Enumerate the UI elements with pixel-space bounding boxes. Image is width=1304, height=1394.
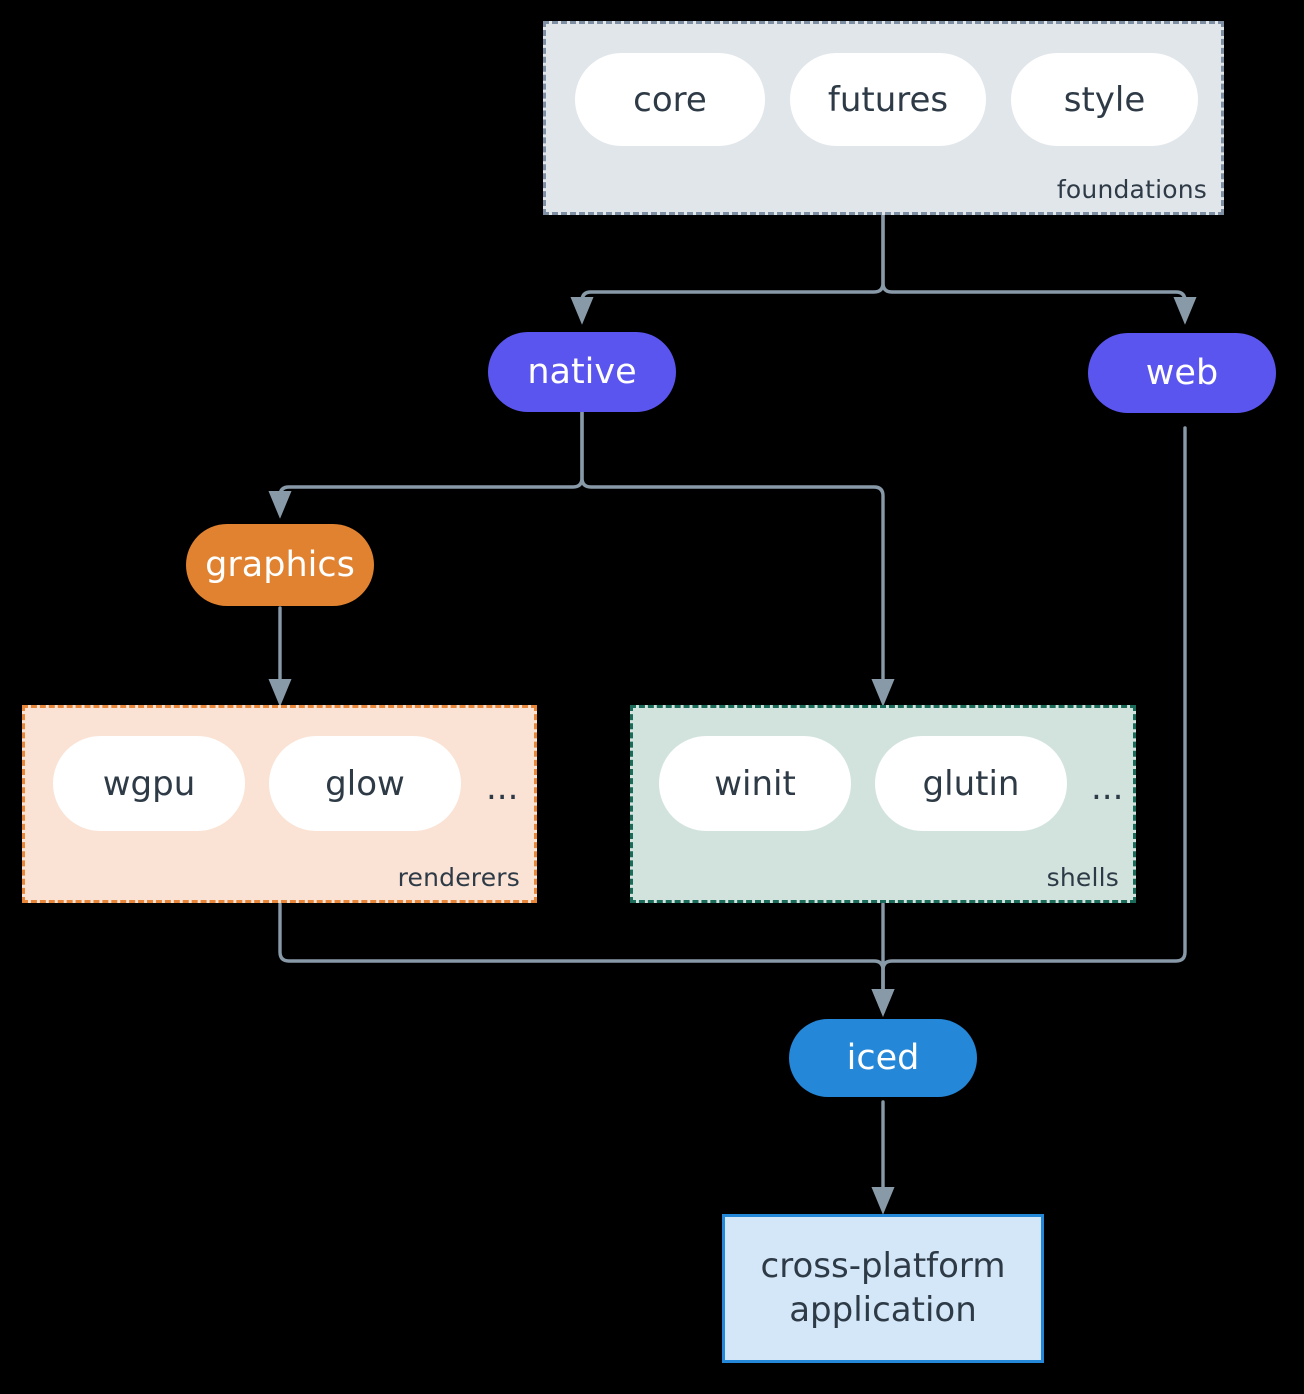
node-glow-label: glow [325, 763, 405, 804]
node-native-label: native [527, 352, 637, 392]
shells-more-ellipsis: ... [1091, 768, 1124, 808]
node-iced[interactable]: iced [789, 1019, 977, 1097]
node-native[interactable]: native [488, 332, 676, 412]
node-style[interactable]: style [1011, 53, 1198, 146]
group-shells[interactable]: winit glutin ... shells [630, 705, 1136, 903]
node-core-label: core [633, 79, 707, 120]
node-web[interactable]: web [1088, 333, 1276, 413]
node-winit-label: winit [714, 763, 796, 804]
node-web-label: web [1145, 353, 1219, 393]
node-glutin-label: glutin [922, 763, 1020, 804]
node-graphics[interactable]: graphics [186, 524, 374, 606]
node-cross-platform-application[interactable]: cross-platform application [722, 1214, 1044, 1363]
renderers-more-ellipsis: ... [486, 768, 519, 808]
node-iced-label: iced [846, 1038, 920, 1078]
group-label-foundations: foundations [1056, 175, 1207, 204]
node-glow[interactable]: glow [269, 736, 461, 831]
group-label-shells: shells [1046, 863, 1119, 892]
node-winit[interactable]: winit [659, 736, 851, 831]
group-foundations[interactable]: core futures style foundations [543, 21, 1224, 215]
group-renderers[interactable]: wgpu glow ... renderers [22, 705, 537, 903]
node-wgpu[interactable]: wgpu [53, 736, 245, 831]
application-label-line2: application [789, 1289, 977, 1330]
node-futures-label: futures [827, 79, 949, 120]
node-graphics-label: graphics [205, 545, 355, 585]
node-core[interactable]: core [575, 53, 765, 146]
node-style-label: style [1063, 79, 1146, 120]
node-wgpu-label: wgpu [102, 763, 196, 804]
node-futures[interactable]: futures [790, 53, 986, 146]
group-label-renderers: renderers [397, 863, 520, 892]
application-label-line1: cross-platform [760, 1245, 1006, 1286]
node-glutin[interactable]: glutin [875, 736, 1067, 831]
